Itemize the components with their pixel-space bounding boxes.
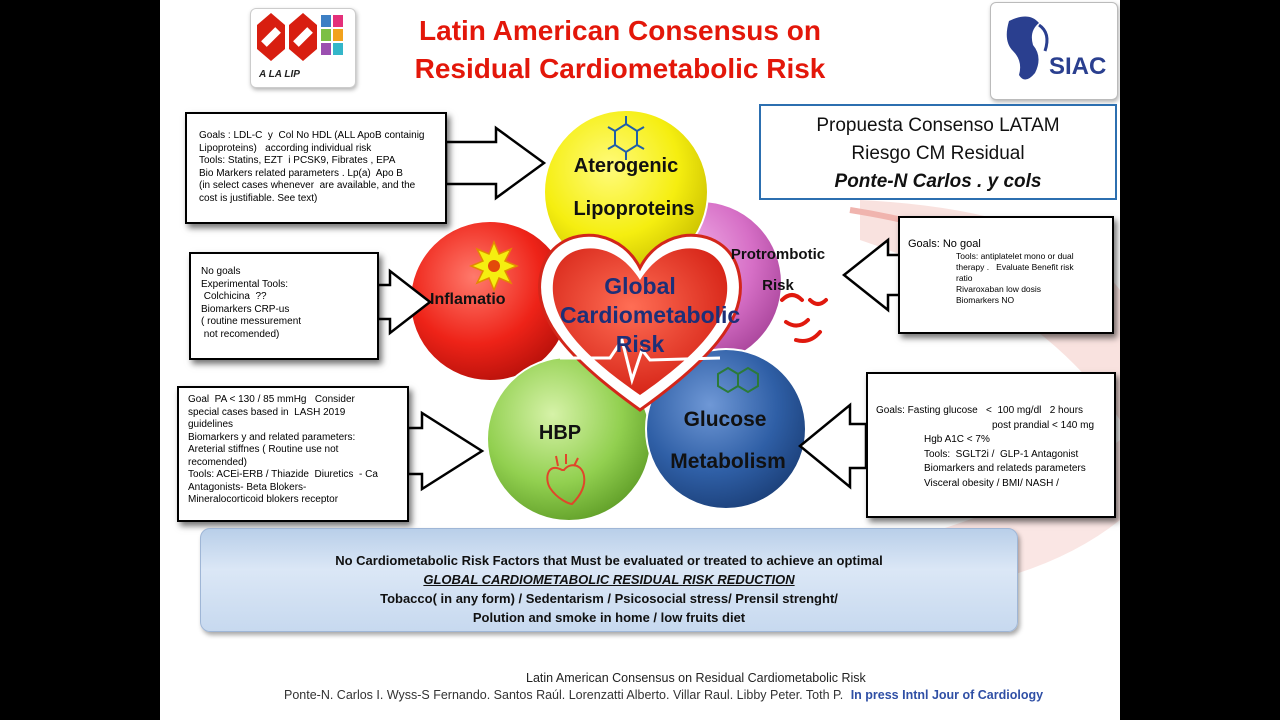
alalip-logo: A LA LIP xyxy=(250,8,356,88)
siac-logo: SIAC xyxy=(990,2,1118,100)
proposal-box: Propuesta Consenso LATAM Riesgo CM Resid… xyxy=(759,104,1117,200)
band-line1: No Cardiometabolic Risk Factors that Mus… xyxy=(335,553,883,568)
proposal-line1: Propuesta Consenso LATAM xyxy=(816,115,1060,136)
slide: A LA LIP SIAC Latin American Consensus o… xyxy=(160,0,1120,720)
aterogenic-label: Aterogenic xyxy=(573,155,679,177)
proposal-authors: Ponte-N Carlos . y cols xyxy=(834,171,1042,192)
clot-icon xyxy=(780,293,828,343)
glucose-box: Goals: Fasting glucose < 100 mg/dl 2 hou… xyxy=(866,372,1116,518)
glucose-molecule-icon xyxy=(717,366,759,394)
thrombotic-box: Goals: No goal Tools: antiplatelet mono … xyxy=(898,216,1114,334)
proposal-line2: Riesgo CM Residual xyxy=(851,143,1025,164)
metabolism-label: Metabolism xyxy=(670,450,786,473)
glucose-label: Glucose xyxy=(683,408,767,431)
heart-organ-icon xyxy=(546,454,586,506)
hbp-box: Goal PA < 130 / 85 mmHg Consider special… xyxy=(177,386,409,522)
alalip-logo-label: A LA LIP xyxy=(259,69,300,80)
citation-authors: Ponte-N. Carlos I. Wyss-S Fernando. Sant… xyxy=(284,688,1043,702)
inflammation-box: No goals Experimental Tools: Colchicina … xyxy=(189,252,379,360)
lipoproteins-label: Lipoproteins xyxy=(573,198,695,220)
band-line3: Tobacco( in any form) / Sedentarism / Ps… xyxy=(380,591,838,606)
citation-journal: In press Intnl Jour of Cardiology xyxy=(850,688,1044,702)
global-risk-label: Global Cardiometabolic Risk xyxy=(560,273,741,357)
page-title-line2: Residual Cardiometabolic Risk xyxy=(414,53,826,84)
band-line2: GLOBAL CARDIOMETABOLIC RESIDUAL RISK RED… xyxy=(423,572,795,587)
inflamatio-label: Inflamatio xyxy=(430,291,506,308)
risk-factors-band: No Cardiometabolic Risk Factors that Mus… xyxy=(200,528,1018,632)
lipids-goals-box: Goals : LDL-C y Col No HDL (ALL ApoB con… xyxy=(185,112,447,224)
protrombotic-label: Protrombotic xyxy=(730,246,826,263)
molecule-icon xyxy=(607,116,645,160)
inflammation-burst-icon xyxy=(469,240,519,292)
page-title-line1: Latin American Consensus on xyxy=(419,15,821,46)
citation-authors-text: Ponte-N. Carlos I. Wyss-S Fernando. Sant… xyxy=(284,688,844,702)
band-line4: Polution and smoke in home / low fruits … xyxy=(472,610,746,625)
siac-logo-label: SIAC xyxy=(1049,53,1107,80)
citation-title: Latin American Consensus on Residual Car… xyxy=(526,671,866,685)
risk-label: Risk xyxy=(762,277,794,294)
hbp-label: HBP xyxy=(538,422,582,444)
